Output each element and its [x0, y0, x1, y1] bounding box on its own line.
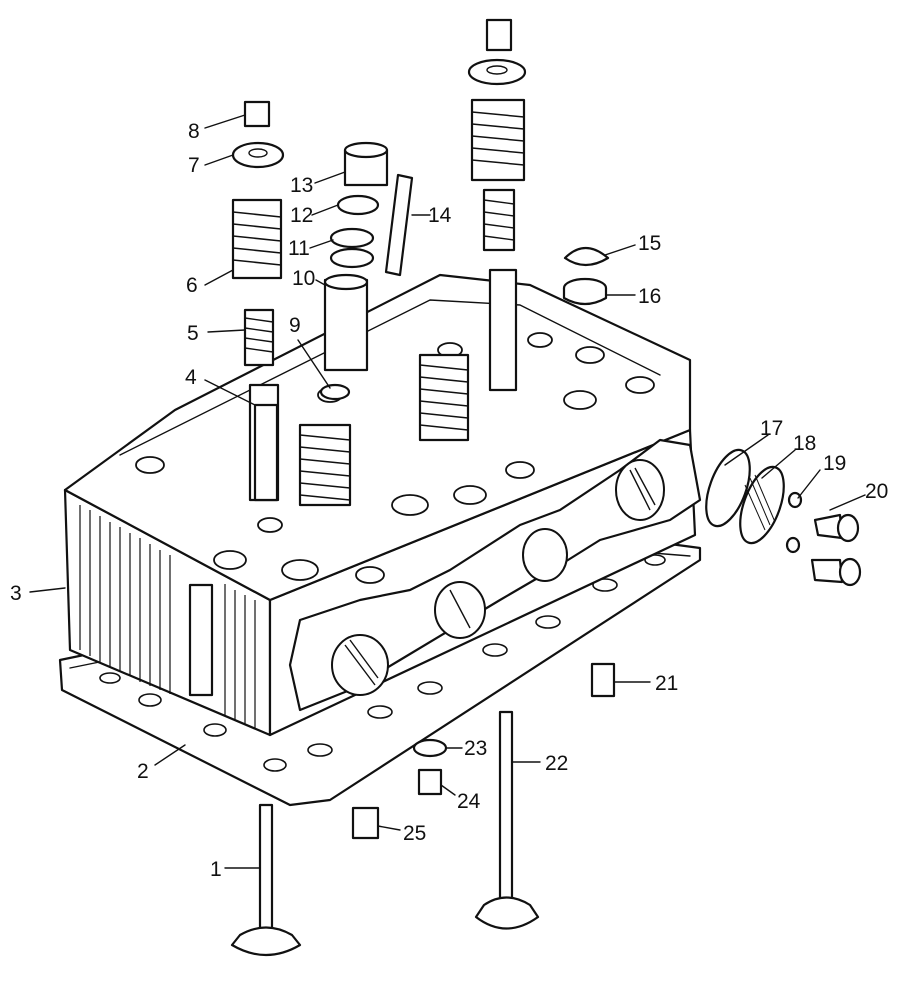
callout-1: 1	[210, 858, 222, 881]
o-ring-11	[329, 227, 375, 269]
callout-5: 5	[187, 322, 199, 345]
washer-19	[785, 491, 803, 554]
callout-15: 15	[638, 232, 661, 255]
washer-9	[319, 383, 351, 401]
pushrod-14	[384, 173, 414, 277]
callout-4: 4	[185, 366, 197, 389]
injector-nut-13	[343, 141, 389, 187]
callout-25: 25	[403, 822, 426, 845]
bolt-20	[810, 513, 862, 587]
callout-18: 18	[793, 432, 816, 455]
callout-19: 19	[823, 452, 846, 475]
bushing-21	[590, 662, 616, 698]
callout-13: 13	[290, 174, 313, 197]
cylinder-head-block	[63, 268, 702, 737]
callout-6: 6	[186, 274, 198, 297]
spring-cap-7	[231, 141, 285, 169]
nut-24	[417, 768, 443, 796]
callout-21: 21	[655, 672, 678, 695]
cover-gasket-17	[705, 448, 751, 528]
callout-10: 10	[292, 267, 315, 290]
callout-12: 12	[290, 204, 313, 227]
callout-22: 22	[545, 752, 568, 775]
plug-cap-15	[563, 246, 610, 267]
callout-3: 3	[10, 582, 22, 605]
valve-22	[474, 710, 540, 930]
callout-14: 14	[428, 204, 452, 227]
valve-guide-4	[253, 403, 279, 502]
o-ring-12	[336, 194, 380, 216]
callout-9: 9	[289, 314, 301, 337]
injector-sleeve-10	[323, 273, 369, 372]
bushing-25	[351, 806, 380, 840]
callout-17: 17	[760, 417, 783, 440]
inner-spring-5	[243, 308, 275, 367]
washer-23	[412, 738, 448, 758]
outer-spring-6	[231, 198, 283, 280]
callout-20: 20	[865, 480, 888, 503]
leader-lines	[29, 114, 866, 869]
callout-7: 7	[188, 154, 200, 177]
valve-1	[230, 803, 302, 956]
cover-18	[739, 465, 785, 545]
callout-8: 8	[188, 120, 200, 143]
callout-16: 16	[638, 285, 661, 308]
valve-keeper-8	[243, 100, 271, 128]
callout-24: 24	[457, 790, 481, 813]
plug-16	[562, 277, 608, 306]
callout-labels: 1 2 3 4 5 6 7 8 9 10 11 12 13 14 15 16 1…	[10, 120, 888, 881]
right-valve-stack	[467, 18, 527, 252]
callout-23: 23	[464, 737, 487, 760]
callout-11: 11	[288, 237, 310, 260]
callout-2: 2	[137, 760, 149, 783]
